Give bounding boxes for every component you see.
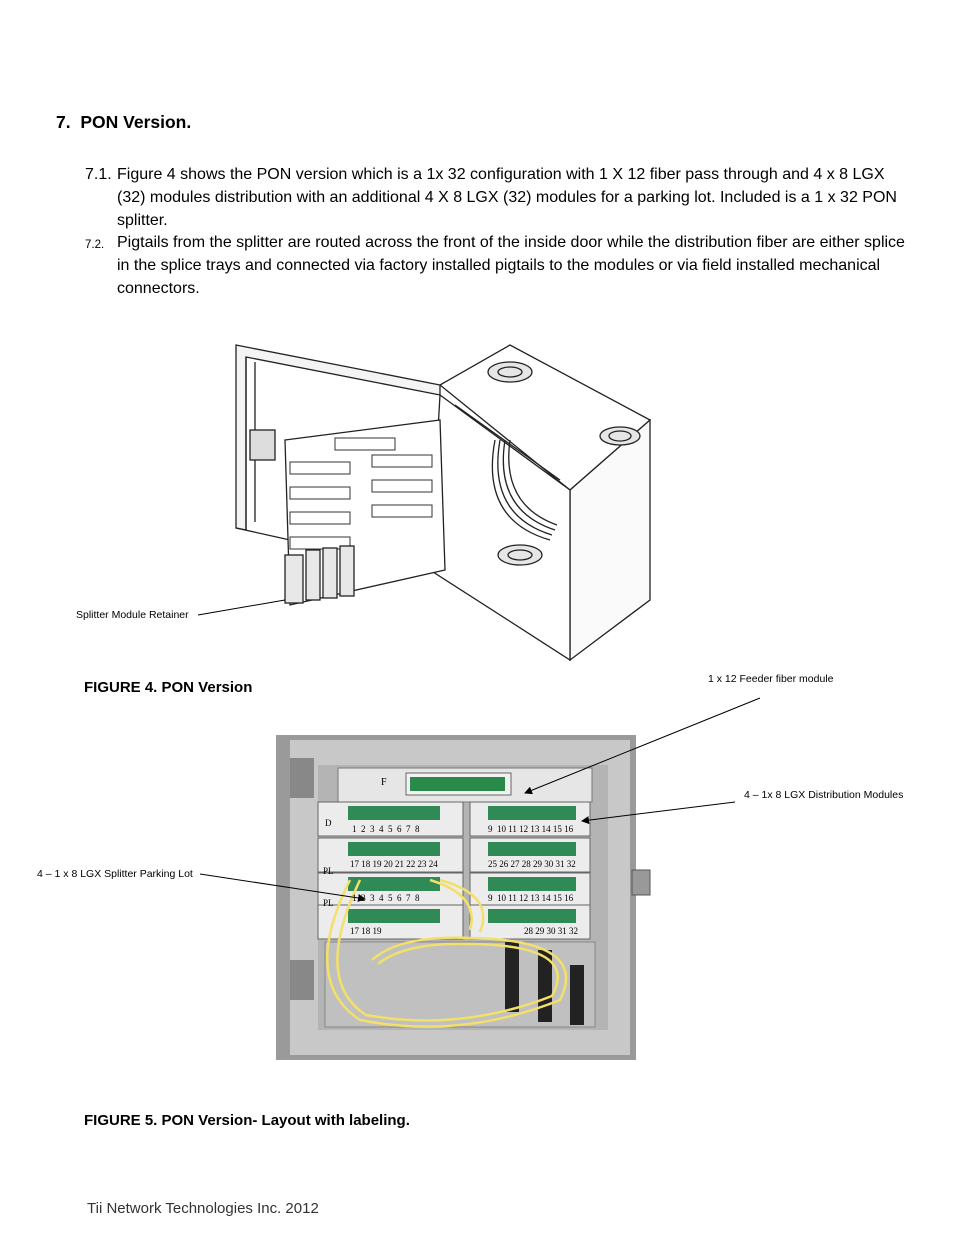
figure4-caption: FIGURE 4. PON Version [84, 679, 253, 696]
row2-right-numbers: 25 26 27 28 29 30 31 32 [488, 859, 576, 869]
paragraph-number-7-2: 7.2. [85, 239, 105, 251]
row1-left-numbers: 1 2 3 4 5 6 7 8 [352, 824, 420, 834]
paragraph-7-1: Figure 4 shows the PON version which is … [117, 166, 897, 229]
panel-label-f: F [381, 777, 387, 788]
panel-label-pl-2: PL [323, 898, 334, 908]
figure4-illustration [197, 344, 652, 662]
row3-left-numbers: 1 2 3 4 5 6 7 8 [352, 893, 420, 903]
figure5-caption: FIGURE 5. PON Version- Layout with label… [84, 1112, 410, 1129]
callout-distribution-modules: 4 – 1x 8 LGX Distribution Modules [744, 789, 904, 801]
row1-right-numbers: 9 10 11 12 13 14 15 16 [488, 824, 574, 834]
panel-label-d: D [325, 818, 332, 828]
row3-right-numbers: 9 10 11 12 13 14 15 16 [488, 893, 574, 903]
figure4-callout-splitter-retainer: Splitter Module Retainer [76, 609, 189, 621]
panel-label-pl-1: PL [323, 866, 334, 876]
paragraph-number-7-1: 7.1. [85, 166, 112, 183]
section-number: 7. [56, 112, 71, 132]
row4-right-numbers: 28 29 30 31 32 [524, 926, 578, 936]
section-title: PON Version. [80, 112, 192, 132]
callout-splitter-parking-lot: 4 – 1 x 8 LGX Splitter Parking Lot [37, 868, 193, 880]
figure5-illustration [199, 697, 761, 1060]
paragraph-7-2: Pigtails from the splitter are routed ac… [117, 234, 905, 297]
row2-left-numbers: 17 18 19 20 21 22 23 24 [350, 859, 438, 869]
section-heading: 7. PON Version. [56, 112, 191, 133]
row4-left-numbers: 17 18 19 [350, 926, 382, 936]
page-footer: Tii Network Technologies Inc. 2012 [87, 1200, 319, 1217]
callout-feeder-module: 1 x 12 Feeder fiber module [708, 673, 834, 685]
